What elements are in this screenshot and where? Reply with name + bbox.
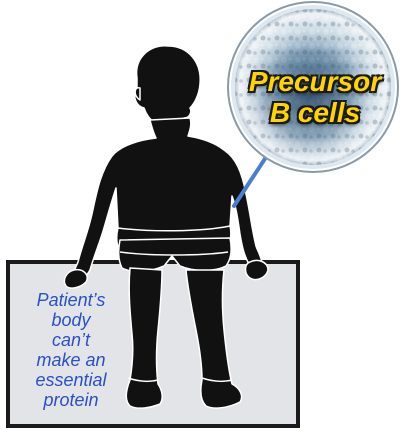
caption-line: Patient’s xyxy=(22,290,120,310)
cell-callout-line1: Precursor xyxy=(230,66,400,97)
cell-callout-label: Precursor B cells xyxy=(230,66,400,128)
seat-box-caption: Patient’s body can’t make an essential p… xyxy=(22,290,120,410)
caption-line: body xyxy=(22,310,120,330)
caption-line: make an xyxy=(22,350,120,370)
caption-line: protein xyxy=(22,390,120,410)
caption-line: essential xyxy=(22,370,120,390)
caption-line: can’t xyxy=(22,330,120,350)
cell-callout-line2: B cells xyxy=(230,97,400,128)
